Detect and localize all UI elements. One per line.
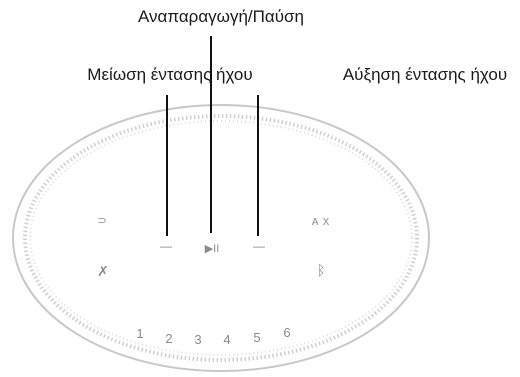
bluetooth-icon[interactable]: ᛒ — [317, 262, 325, 278]
label-volume-down: Μείωση έντασης ήχου — [87, 65, 252, 84]
volume-down-button[interactable]: — — [160, 239, 172, 253]
label-volume-up: Αύξηση έντασης ήχου — [343, 65, 507, 84]
preset-6-button[interactable]: 6 — [283, 325, 290, 340]
preset-5-button[interactable]: 5 — [253, 330, 260, 345]
action-button-icon[interactable]: ⊃ — [97, 215, 106, 227]
speaker-outer-outline — [12, 104, 430, 372]
play-pause-button[interactable]: ▶II — [205, 243, 220, 255]
mic-off-icon[interactable]: ✗ — [97, 263, 109, 279]
volume-up-button[interactable]: — — [253, 239, 265, 253]
preset-2-button[interactable]: 2 — [165, 331, 172, 346]
preset-4-button[interactable]: 4 — [223, 332, 230, 347]
alexa-button[interactable]: A X — [312, 217, 331, 228]
preset-3-button[interactable]: 3 — [194, 332, 201, 347]
preset-1-button[interactable]: 1 — [136, 326, 143, 341]
label-play-pause: Αναπαραγωγή/Παύση — [138, 7, 304, 26]
speaker-dotted-grille-inner — [29, 120, 413, 356]
speaker-dotted-grille — [23, 114, 419, 362]
